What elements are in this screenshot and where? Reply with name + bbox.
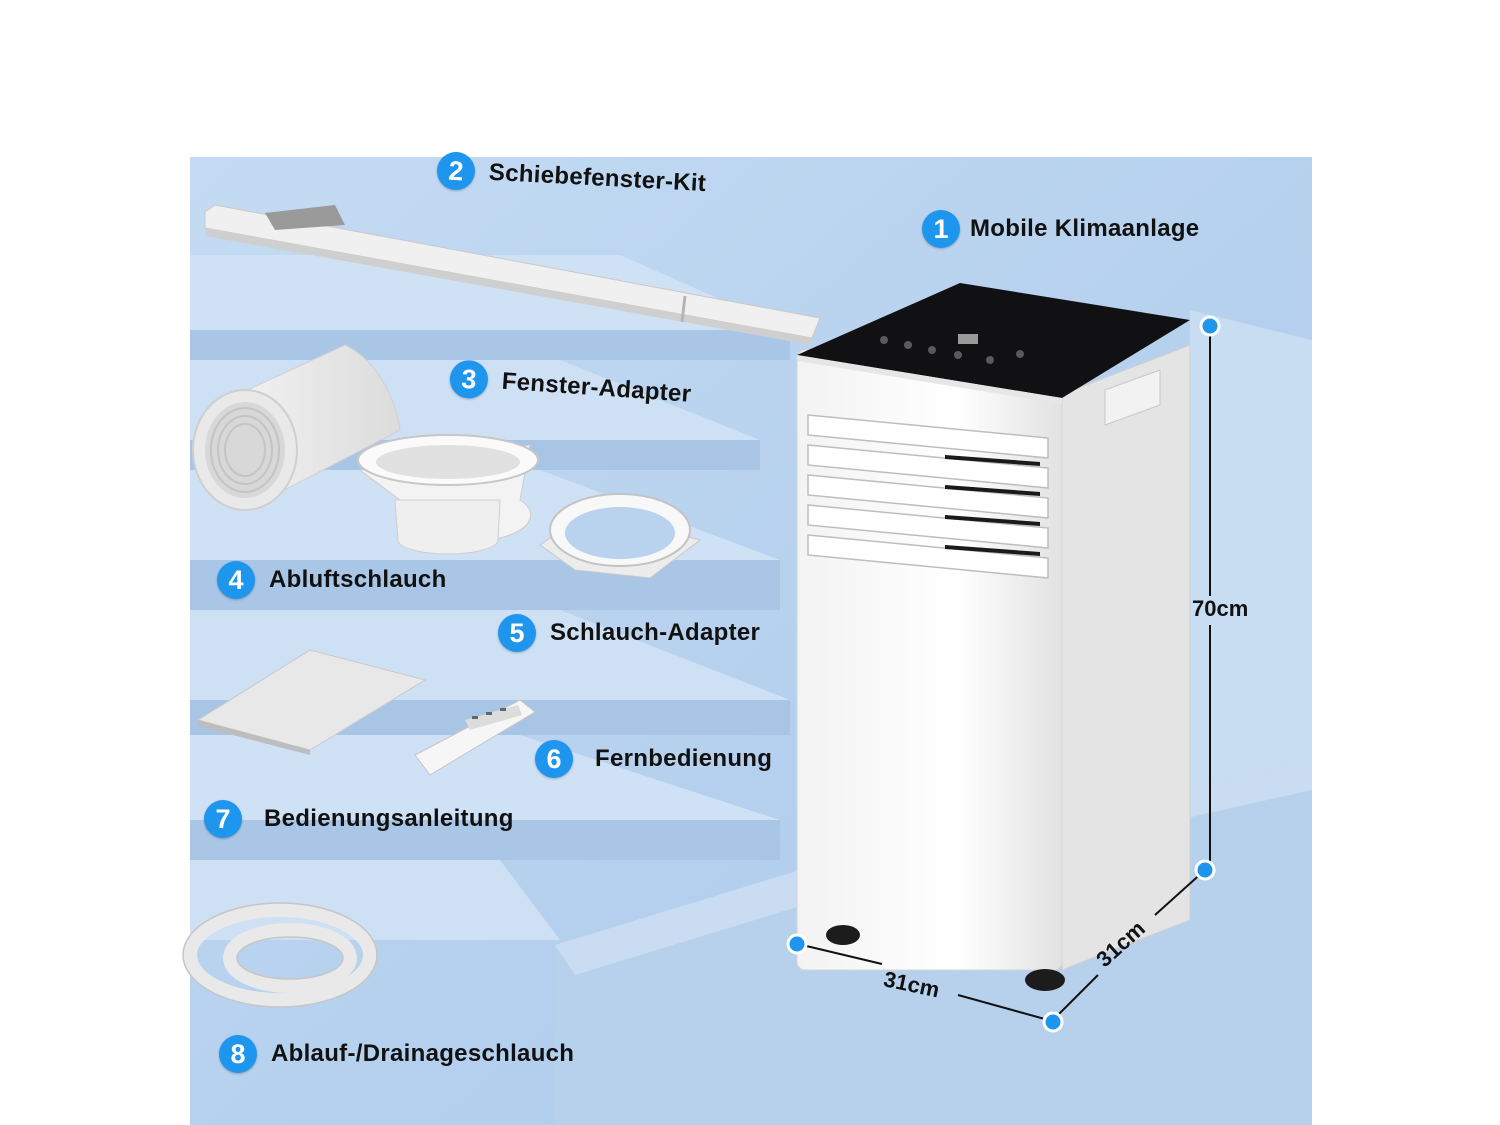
manual-image	[196, 649, 427, 755]
window-adapter-image	[357, 434, 539, 555]
label-text: Abluftschlauch	[269, 566, 447, 593]
number-badge: 8	[219, 1035, 257, 1073]
label-remote-control: 6 Fernbedienung	[535, 740, 772, 778]
sliding-window-kit-image	[204, 204, 821, 345]
number-badge: 2	[436, 151, 476, 191]
label-text: Schiebefenster-Kit	[488, 158, 707, 198]
number-badge: 6	[535, 740, 573, 778]
label-text: Ablauf-/Drainageschlauch	[271, 1040, 575, 1067]
label-text: Fernbedienung	[595, 745, 773, 772]
drain-hose-image	[183, 903, 377, 1007]
air-conditioner-image	[796, 283, 1191, 991]
label-air-conditioner: 1 Mobile Klimaanlage	[922, 210, 1199, 248]
label-exhaust-hose: 4 Abluftschlauch	[217, 561, 447, 599]
dimension-endpoints	[786, 315, 1221, 1033]
label-text: Schlauch-Adapter	[550, 619, 761, 646]
number-badge: 1	[922, 210, 960, 248]
label-hose-adapter: 5 Schlauch-Adapter	[498, 614, 760, 652]
dimension-lines	[797, 326, 1211, 1022]
number-badge: 4	[217, 561, 255, 599]
label-text: Bedienungsanleitung	[264, 805, 514, 832]
dimension-height: 70cm	[1192, 596, 1249, 621]
number-badge: 3	[448, 359, 490, 400]
number-badge: 7	[204, 800, 242, 838]
hose-adapter-image	[539, 493, 702, 579]
label-drain-hose: 8 Ablauf-/Drainageschlauch	[219, 1035, 574, 1073]
exhaust-hose-image	[192, 344, 401, 511]
label-text: Fenster-Adapter	[500, 367, 693, 408]
label-manual: 7 Bedienungsanleitung	[204, 800, 514, 838]
drain-hose-outline	[182, 902, 378, 1008]
remote-control-image	[414, 699, 536, 776]
number-badge: 5	[498, 614, 536, 652]
label-text: Mobile Klimaanlage	[970, 215, 1200, 242]
